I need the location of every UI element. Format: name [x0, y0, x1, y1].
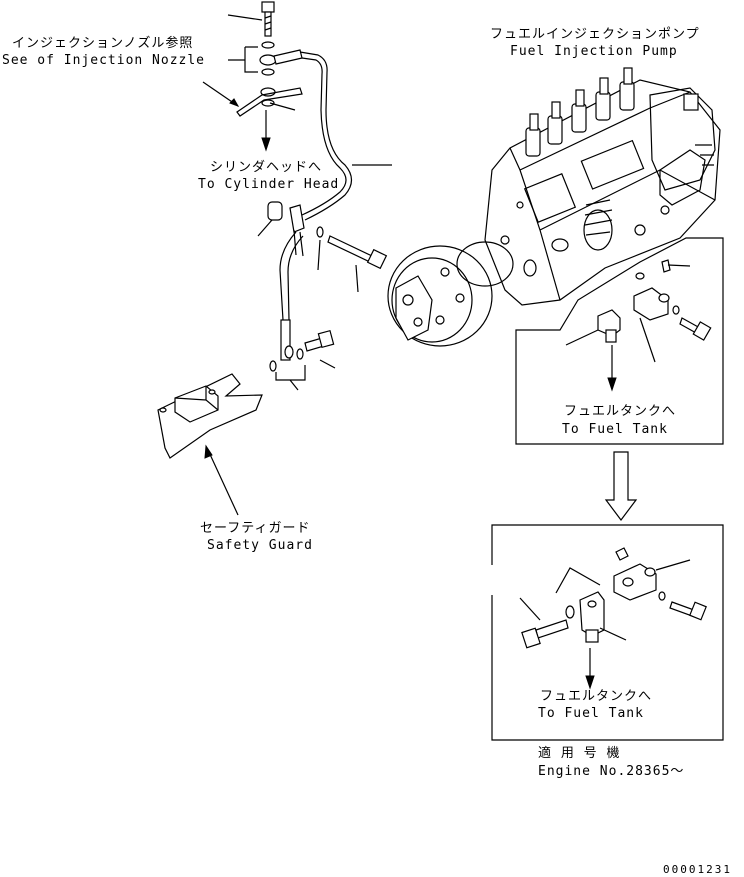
- banjo-fitting: [259, 49, 303, 66]
- fuel-pump-label-en: Fuel Injection Pump: [510, 44, 678, 59]
- washer-icon: [565, 605, 575, 619]
- washer-icon: [658, 591, 666, 601]
- washer-icon: [261, 41, 275, 49]
- fuel-tank2-label-jp: フュエルタンクへ: [540, 689, 653, 704]
- safety-guard: [157, 373, 263, 459]
- banjo-bolt-lower: [669, 601, 707, 621]
- engine-number-label-jp: 適 用 号 機: [538, 746, 621, 761]
- delivery-valves: [525, 67, 635, 157]
- banjo-bolt-upper: [679, 317, 712, 341]
- long-bolt: [327, 235, 388, 270]
- washer-icon: [269, 360, 277, 372]
- cylinder-head-label-en: To Cylinder Head: [198, 177, 340, 192]
- banjo-block: [633, 287, 669, 321]
- gasket-icon: [635, 272, 645, 280]
- pipe-fitting-icon: [280, 319, 291, 361]
- cylinder-head-label-jp: シリンダヘッドへ: [210, 160, 323, 175]
- fuel-tank-label-jp: フュエルタンクへ: [564, 404, 677, 419]
- safety-guard-label-jp: セーフティガード: [200, 521, 311, 536]
- washer-icon: [316, 226, 324, 238]
- inset-box-lower: [491, 524, 724, 741]
- feed-pump-icon: [583, 209, 613, 251]
- banjo-bolt-top: [261, 1, 275, 37]
- injection-nozzle-label-jp: インジェクションノズル参照: [12, 36, 194, 51]
- engine-number-label-en: Engine No.28365～: [538, 764, 685, 779]
- fuel-tank2-label-en: To Fuel Tank: [538, 706, 644, 721]
- plug-icon: [615, 547, 629, 561]
- down-arrow-icon: [604, 451, 638, 521]
- safety-guard-label-en: Safety Guard: [207, 538, 313, 553]
- washer-icon: [672, 305, 680, 315]
- washer-icon: [261, 68, 275, 76]
- drive-coupling: [387, 245, 493, 347]
- fuel-injection-pump: [387, 67, 721, 347]
- washer-icon: [296, 348, 304, 360]
- fuel-tank-label-en: To Fuel Tank: [562, 422, 668, 437]
- injection-nozzle-label-en: See of Injection Nozzle: [2, 53, 206, 68]
- inset-box-upper: [515, 237, 724, 445]
- governor-plug-icon: [683, 93, 699, 111]
- washer-icon: [261, 99, 275, 107]
- plug-icon: [661, 259, 671, 273]
- fuel-pump-label-jp: フュエルインジェクションポンプ: [490, 27, 700, 42]
- eye-bolt: [521, 619, 569, 649]
- leak-pipe-end: [236, 87, 303, 117]
- small-bolt: [304, 329, 335, 352]
- drawing-number: 00001231: [663, 863, 732, 876]
- clamp-icon: [289, 204, 305, 233]
- spacer-icon: [267, 201, 283, 221]
